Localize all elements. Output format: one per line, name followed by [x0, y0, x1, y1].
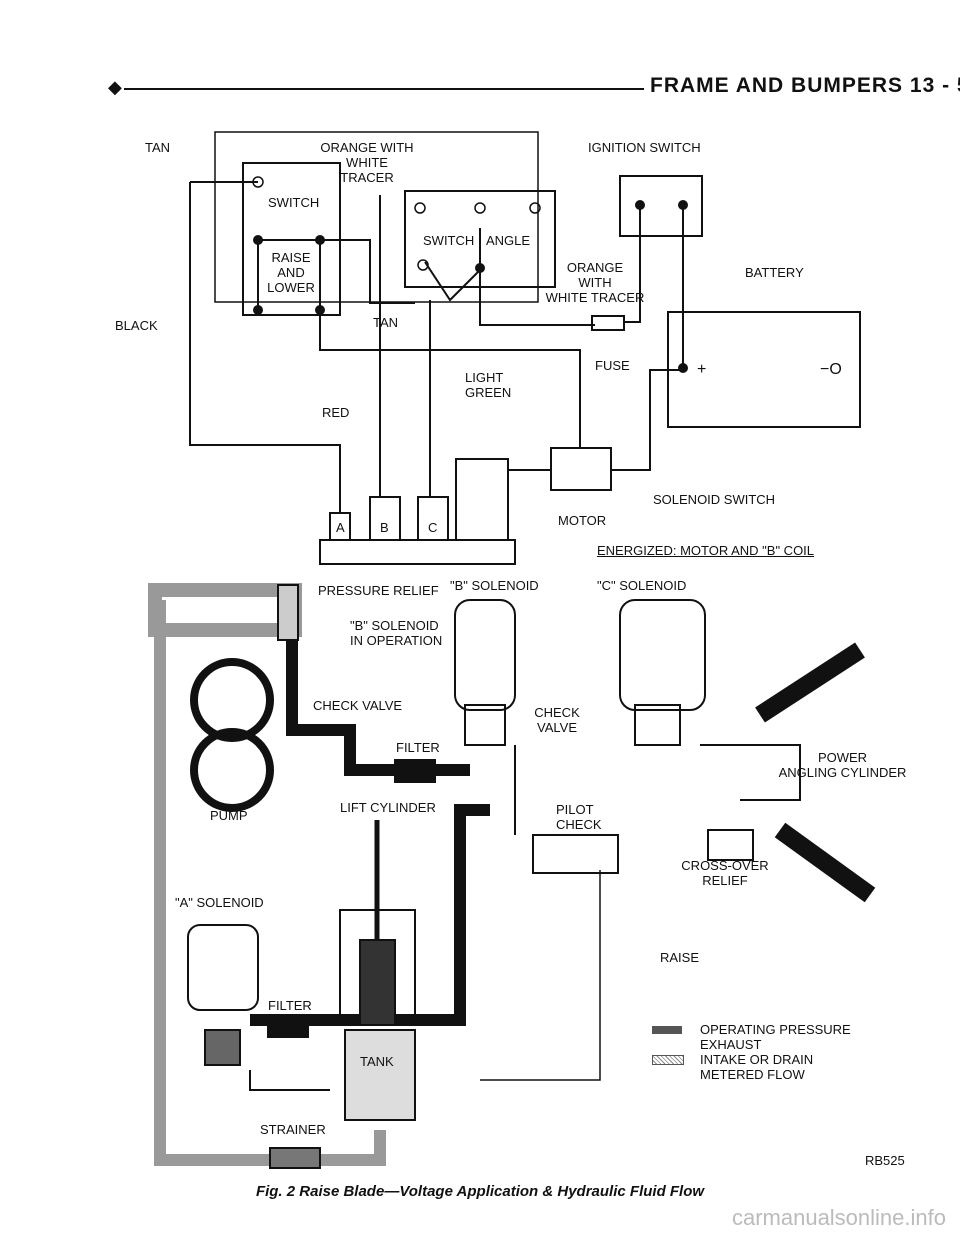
header-title: FRAME AND BUMPERS 13 - 5 — [650, 74, 960, 97]
label-filter-2: FILTER — [268, 998, 312, 1013]
label-switch-angle-left: SWITCH — [423, 233, 475, 248]
motor-base — [319, 539, 516, 565]
ignition-switch-box — [619, 175, 703, 237]
label-check-valve: CHECK VALVE — [313, 698, 403, 713]
label-b-solenoid: "B" SOLENOID — [450, 578, 539, 593]
motor-body — [455, 458, 509, 541]
label-filter: FILTER — [396, 740, 440, 755]
label-ignition-switch: IGNITION SWITCH — [588, 140, 701, 155]
label-tan-2: TAN — [373, 315, 399, 330]
label-a-solenoid: "A" SOLENOID — [175, 895, 264, 910]
label-c-solenoid: "C" SOLENOID — [597, 578, 687, 593]
label-pump: PUMP — [210, 808, 248, 823]
label-lift-cylinder: LIFT CYLINDER — [340, 800, 436, 815]
terminal-b: B — [380, 520, 389, 535]
battery-plus: + — [697, 361, 707, 378]
label-switch-angle-right: ANGLE — [486, 233, 531, 248]
label-battery: BATTERY — [745, 265, 804, 280]
label-red: RED — [322, 405, 350, 420]
figure-ref: RB525 — [865, 1153, 905, 1168]
figure-caption: Fig. 2 Raise Blade—Voltage Application &… — [255, 1183, 705, 1200]
solenoid-switch-box — [550, 447, 612, 491]
legend-swatch-intake — [652, 1055, 684, 1065]
label-pressure-relief: PRESSURE RELIEF — [318, 583, 439, 598]
legend-swatch-pressure — [652, 1026, 682, 1034]
label-black: BLACK — [115, 318, 158, 333]
label-strainer: STRAINER — [260, 1122, 326, 1137]
battery-minus: −O — [820, 361, 842, 378]
label-switch: SWITCH — [268, 195, 320, 210]
terminal-a: A — [336, 520, 345, 535]
label-tank: TANK — [360, 1054, 394, 1069]
terminal-c: C — [428, 520, 438, 535]
label-motor: MOTOR — [558, 513, 607, 528]
label-raise: RAISE — [660, 950, 700, 965]
label-tan: TAN — [145, 140, 171, 155]
label-fuse: FUSE — [595, 358, 630, 373]
header-rule — [124, 88, 644, 90]
fuse — [591, 315, 625, 331]
site-watermark: carmanualsonline.info — [731, 1205, 946, 1230]
label-energized: ENERGIZED: MOTOR AND "B" COIL — [597, 543, 815, 558]
label-solenoid-switch: SOLENOID SWITCH — [653, 492, 776, 507]
diamond-bullet-icon: ◆ — [108, 77, 122, 97]
